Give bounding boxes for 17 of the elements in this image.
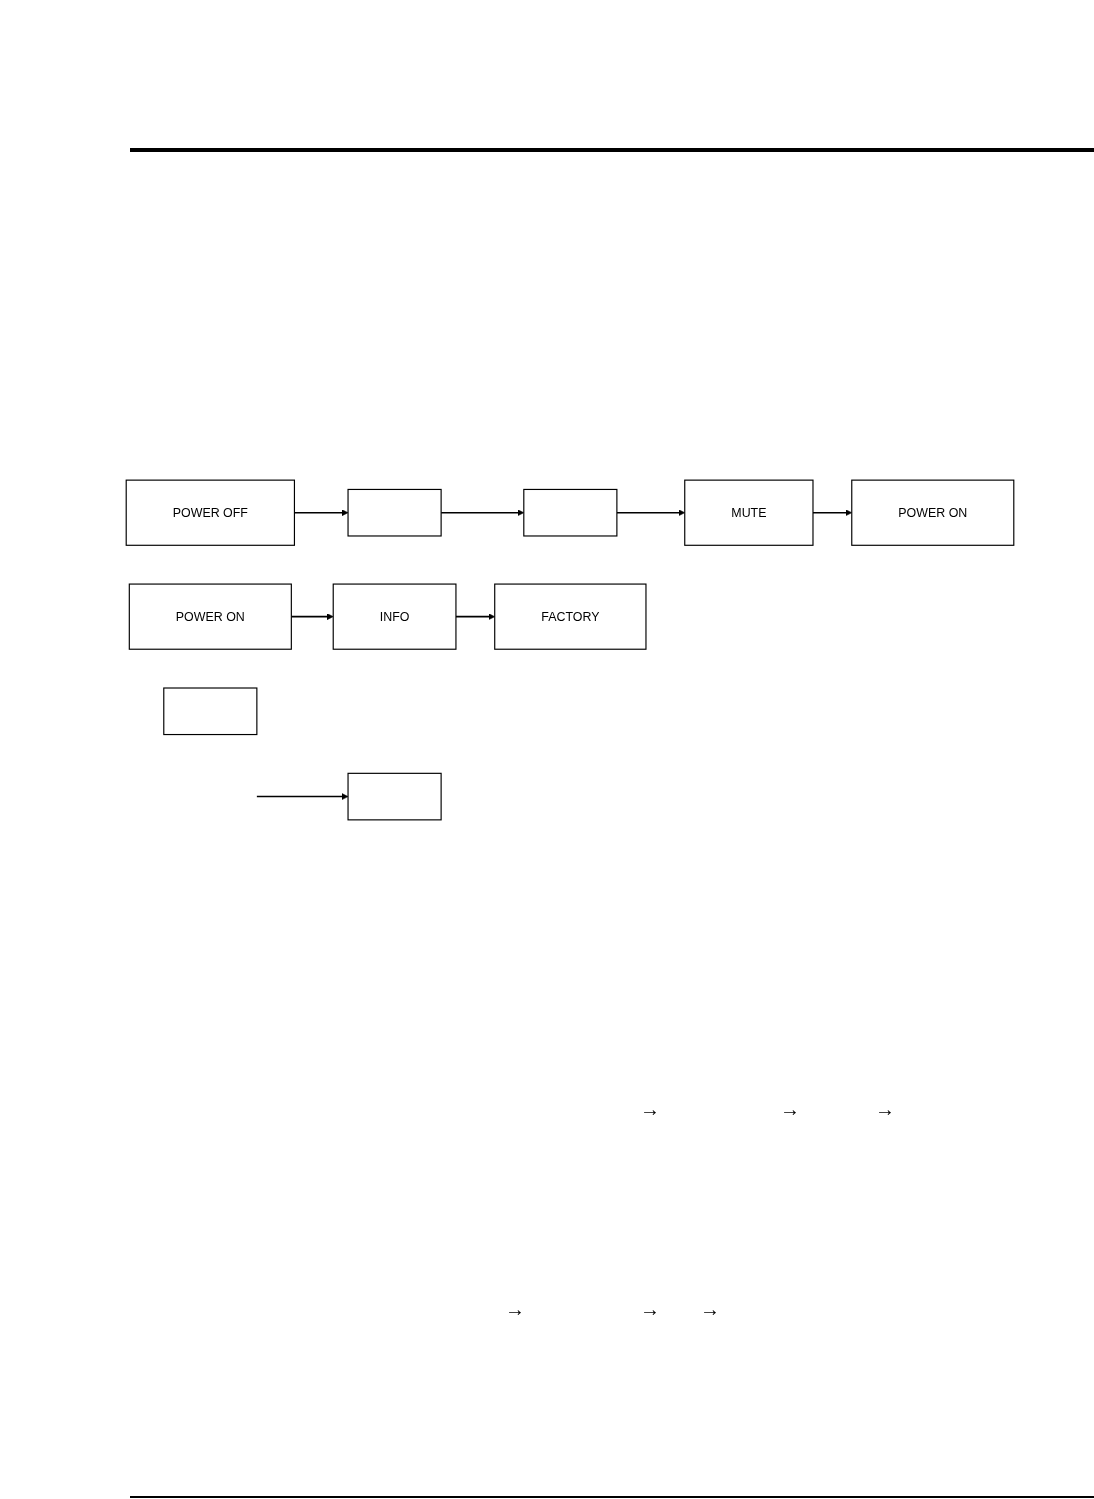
arrow-symbol: → [875, 1098, 895, 1121]
node-box [347, 772, 442, 821]
arrow-symbol: → [640, 1098, 660, 1121]
arrow-symbol: → [505, 1298, 525, 1321]
arrow-symbol: → [780, 1098, 800, 1121]
node-box: POWER ON [128, 583, 292, 650]
node-box [347, 488, 442, 537]
node-box: INFO [332, 583, 457, 650]
arrow [256, 793, 349, 800]
arrow-symbol: → [700, 1298, 720, 1321]
node-box: POWER OFF [125, 479, 295, 546]
node-box: MUTE [684, 479, 814, 546]
node-box [163, 687, 258, 736]
arrow-symbol: → [640, 1298, 660, 1321]
node-box [523, 488, 618, 537]
node-box: POWER ON [851, 479, 1015, 546]
node-box: FACTORY [494, 583, 647, 650]
